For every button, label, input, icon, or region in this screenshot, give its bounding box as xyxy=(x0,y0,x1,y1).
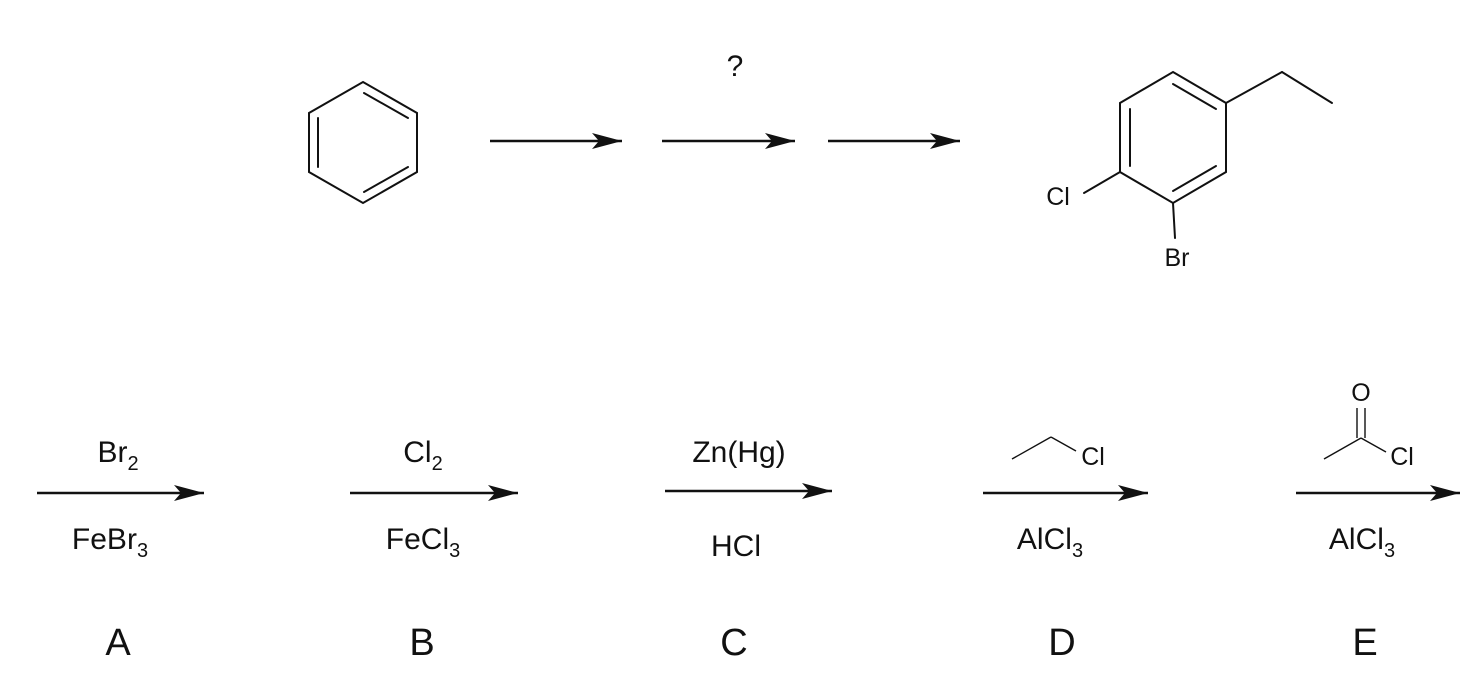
option-e-chlorine-label: Cl xyxy=(1390,443,1414,471)
option-c-letter: C xyxy=(720,622,747,664)
option-c-reagent-below: HCl xyxy=(711,530,761,563)
option-e-oxygen-label: O xyxy=(1351,379,1370,407)
option-b-reagent-above: Cl2 xyxy=(403,436,442,475)
option-d-chlorine-label: Cl xyxy=(1081,443,1105,471)
option-d-reagent-below: AlCl3 xyxy=(1017,523,1083,562)
product-bromine-label: Br xyxy=(1165,244,1190,272)
product-structure xyxy=(1083,70,1333,239)
unknown-reagent-label: ? xyxy=(727,50,744,83)
chloroethane-structure: Cl xyxy=(1011,436,1105,471)
option-a-letter: A xyxy=(105,622,131,664)
option-e: O Cl AlCl3 E xyxy=(1296,379,1460,664)
option-e-reagent-below: AlCl3 xyxy=(1329,523,1395,562)
option-c-reagent-above: Zn(Hg) xyxy=(692,436,785,469)
option-a: Br2 FeBr3 A xyxy=(37,436,204,664)
option-b-letter: B xyxy=(409,622,434,664)
option-c: Zn(Hg) HCl C xyxy=(665,436,832,664)
option-e-letter: E xyxy=(1352,622,1377,664)
acetyl-chloride-structure: O Cl xyxy=(1323,379,1414,471)
product-chlorine-label: Cl xyxy=(1046,183,1070,211)
option-a-reagent-below: FeBr3 xyxy=(72,523,148,562)
option-b-reagent-below: FeCl3 xyxy=(386,523,460,562)
option-d: Cl AlCl3 D xyxy=(983,436,1148,664)
option-b: Cl2 FeCl3 B xyxy=(350,436,518,664)
option-d-letter: D xyxy=(1048,622,1075,664)
option-a-reagent-above: Br2 xyxy=(97,436,138,475)
benzene-structure xyxy=(308,80,418,205)
